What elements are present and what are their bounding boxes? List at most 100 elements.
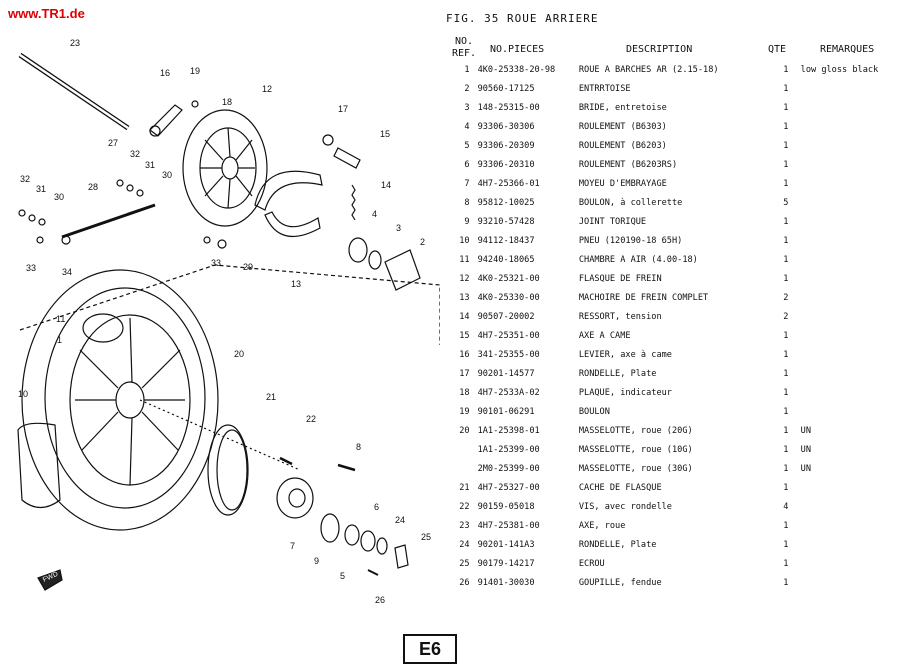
cell-ref: 25 [459, 558, 470, 569]
cell-part: 90179-14217 [477, 558, 535, 569]
cell-rem: UN [800, 444, 811, 455]
cell-part: 90507-20002 [477, 311, 535, 322]
header-ref-line1: NO. [455, 36, 474, 47]
callout-9: 9 [314, 556, 319, 566]
cell-qte: 1 [783, 482, 789, 493]
callout-30b: 30 [54, 192, 64, 202]
callout-33a: 33 [26, 263, 36, 273]
cell-qte: 4 [783, 501, 789, 512]
cell-rem [795, 573, 900, 592]
callout-18: 18 [222, 97, 232, 107]
cell-rem [795, 554, 900, 573]
cell-ref: 5 [464, 140, 470, 151]
cell-qte: 1 [783, 159, 789, 170]
callout-30a: 30 [162, 170, 172, 180]
header-desc: DESCRIPTION [626, 44, 693, 55]
cell-qte: 1 [783, 121, 789, 132]
site-url[interactable]: www.TR1.de [8, 6, 85, 21]
cell-desc: FLASQUE DE FREIN [578, 273, 662, 284]
cell-rem [795, 535, 900, 554]
cell-part: 341-25355-00 [477, 349, 540, 360]
cell-desc: PLAQUE, indicateur [578, 387, 672, 398]
cell-qte: 2 [783, 292, 789, 303]
cell-desc: JOINT TORIQUE [578, 216, 647, 227]
callout-13: 13 [291, 279, 301, 289]
cell-rem [795, 269, 900, 288]
cell-ref: 7 [464, 178, 470, 189]
cell-ref: 17 [459, 368, 470, 379]
callout-21: 21 [266, 392, 276, 402]
cell-qte: 1 [783, 577, 789, 588]
cell-part: 4H7-2533A-02 [477, 387, 540, 398]
cell-qte: 1 [783, 254, 789, 265]
cell-rem [795, 250, 900, 269]
cell-part: 1A1-25398-01 [477, 425, 540, 436]
cell-desc: AXE A CAME [578, 330, 631, 341]
cell-desc: ECROU [578, 558, 605, 569]
header-ref-line2: REF. [452, 48, 477, 59]
cell-desc: ROULEMENT (B6203RS) [578, 159, 678, 170]
cell-part: 95812-10025 [477, 197, 535, 208]
cell-desc: ENTRRTOISE [578, 83, 631, 94]
cell-desc: CACHE DE FLASQUE [578, 482, 662, 493]
cell-qte: 1 [783, 64, 789, 75]
cell-desc: BOULON [578, 406, 610, 417]
cell-qte: 1 [783, 539, 789, 550]
header-ref: NO. REF. [452, 36, 476, 60]
callout-5: 5 [340, 571, 345, 581]
callout-8: 8 [356, 442, 361, 452]
cell-desc: GOUPILLE, fendue [578, 577, 662, 588]
callout-7: 7 [290, 541, 295, 551]
cell-part: 2M0-25399-00 [477, 463, 540, 474]
cell-rem: UN [800, 425, 811, 436]
callout-28: 28 [88, 182, 98, 192]
cell-rem [795, 307, 900, 326]
cell-desc: MACHOIRE DE FREIN COMPLET [578, 292, 709, 303]
callout-10: 10 [18, 389, 28, 399]
cell-part: 93306-20310 [477, 159, 535, 170]
cell-ref: 1 [464, 64, 470, 75]
cell-qte: 1 [783, 463, 789, 474]
cell-rem [795, 345, 900, 364]
callout-32b: 32 [20, 174, 30, 184]
cell-qte: 1 [783, 273, 789, 284]
cell-rem [795, 136, 900, 155]
cell-ref: 6 [464, 159, 470, 170]
callout-2: 2 [420, 237, 425, 247]
cell-rem: low gloss black [800, 64, 879, 75]
exploded-parts-diagram: 23 16 19 12 18 17 15 27 32 31 30 14 32 3… [17, 38, 440, 605]
callout-12: 12 [262, 84, 272, 94]
cell-qte: 1 [783, 444, 789, 455]
cell-part: 93306-20309 [477, 140, 535, 151]
cell-desc: MASSELOTTE, roue (20G) [578, 425, 693, 436]
cell-desc: BOULON, à collerette [578, 197, 683, 208]
cell-part: 90101-06291 [477, 406, 535, 417]
cell-qte: 1 [783, 387, 789, 398]
callout-25: 25 [421, 532, 431, 542]
cell-qte: 1 [783, 406, 789, 417]
cell-desc: RESSORT, tension [578, 311, 662, 322]
cell-desc: RONDELLE, Plate [578, 368, 657, 379]
cell-ref: 13 [459, 292, 470, 303]
cell-ref [446, 440, 478, 459]
cell-rem [795, 212, 900, 231]
cell-part: 1A1-25399-00 [477, 444, 540, 455]
cell-desc: VIS, avec rondelle [578, 501, 672, 512]
cell-rem [795, 117, 900, 136]
cell-rem [795, 193, 900, 212]
cell-qte: 1 [783, 330, 789, 341]
cell-qte: 2 [783, 311, 789, 322]
